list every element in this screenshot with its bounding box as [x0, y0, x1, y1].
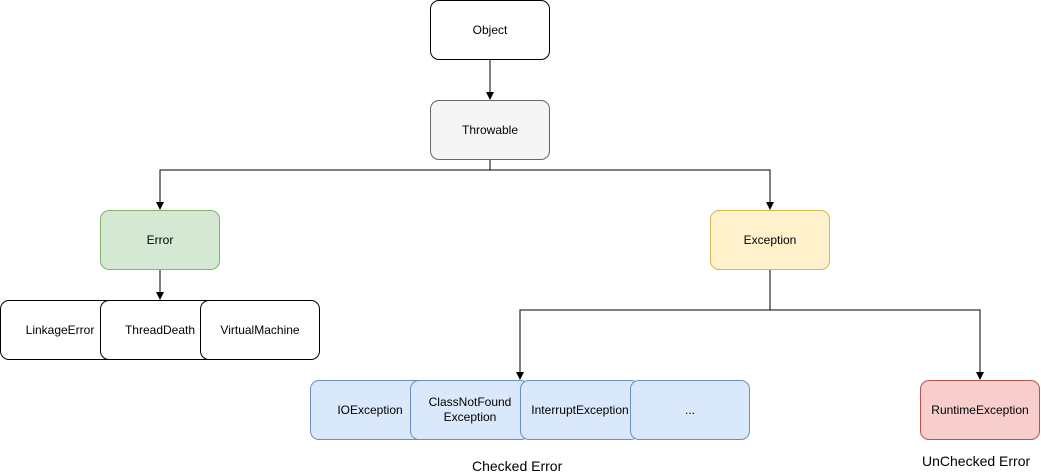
- node-ellipsis-label: ...: [684, 402, 695, 417]
- node-linkage-error-label: LinkageError: [25, 322, 95, 337]
- node-runtime-exception: RuntimeException: [920, 380, 1040, 440]
- node-class-not-found-exception: ClassNotFound Exception: [410, 380, 530, 440]
- node-thread-death-label: ThreadDeath: [124, 322, 196, 337]
- node-interrupt-exception: InterruptException: [520, 380, 640, 440]
- node-object: Object: [430, 0, 550, 60]
- node-class-not-found-label-line1: ClassNotFound: [428, 395, 512, 409]
- node-io-exception-label: IOException: [337, 402, 403, 417]
- node-ellipsis: ...: [630, 380, 750, 440]
- node-exception: Exception: [710, 210, 830, 270]
- node-virtual-machine: VirtualMachine: [200, 300, 320, 360]
- edge-exception-checked: [516, 270, 771, 380]
- node-interrupt-exception-label: InterruptException: [531, 402, 629, 417]
- node-class-not-found-label-line2: Exception: [443, 410, 497, 424]
- node-object-label: Object: [472, 22, 508, 37]
- edge-throwable-error: [156, 160, 491, 210]
- edge-exception-runtime: [770, 309, 984, 380]
- node-error-label: Error: [146, 232, 174, 247]
- caption-unchecked-error: UnChecked Error: [922, 453, 1031, 469]
- node-exception-label: Exception: [743, 232, 797, 247]
- node-virtual-machine-label: VirtualMachine: [220, 322, 300, 337]
- node-throwable: Throwable: [430, 100, 550, 160]
- node-error: Error: [100, 210, 220, 270]
- node-runtime-exception-label: RuntimeException: [931, 402, 1029, 417]
- edge-throwable-exception: [490, 169, 774, 210]
- caption-checked-error: Checked Error: [472, 458, 563, 474]
- node-throwable-label: Throwable: [461, 122, 519, 137]
